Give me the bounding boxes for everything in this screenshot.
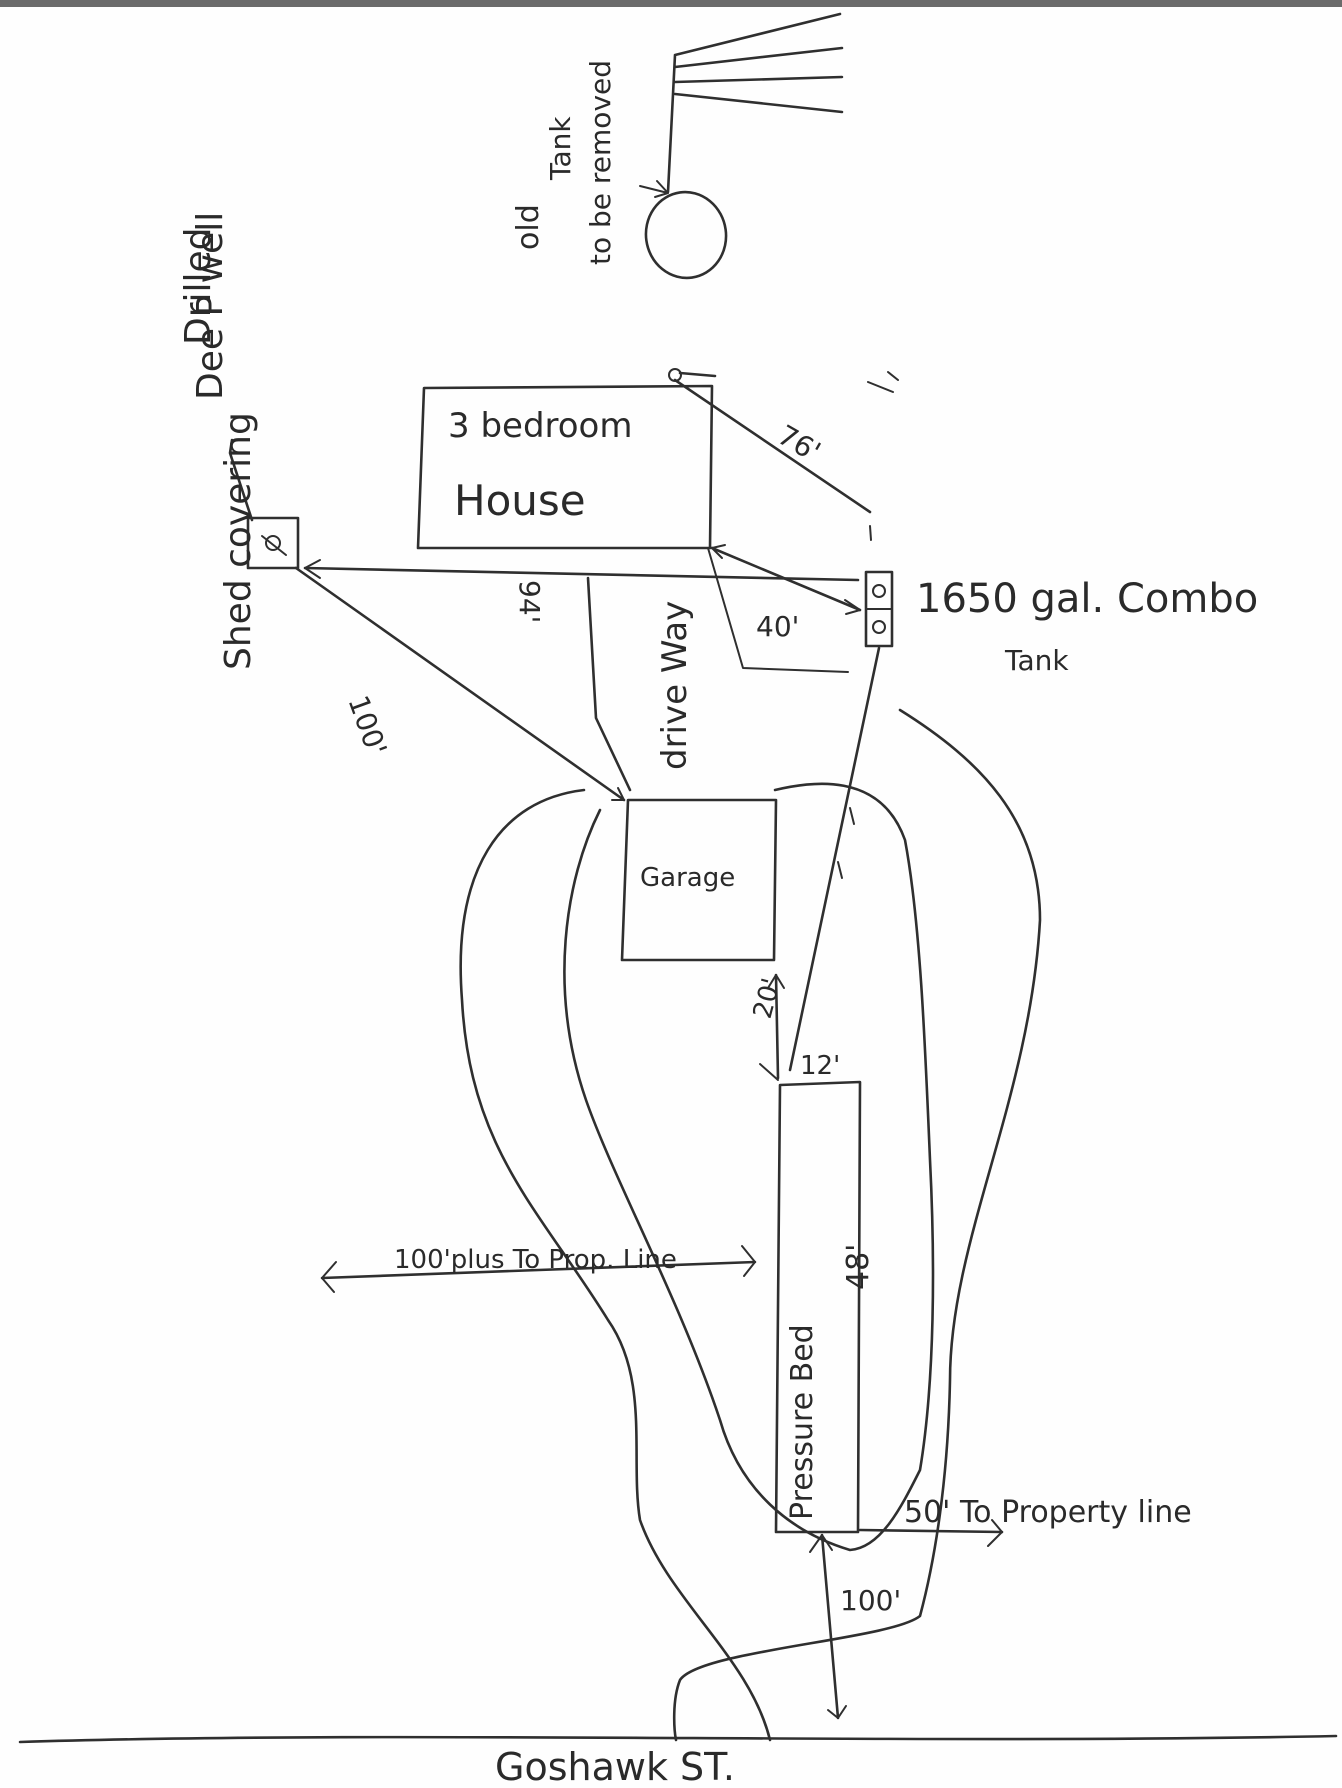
garage-to-bed-line — [759, 973, 785, 1081]
combo-tank — [864, 570, 894, 648]
driveway-label: drive Way — [655, 601, 695, 770]
svg-text:drive Way: drive Way — [655, 601, 695, 770]
dim-100-street: 100' — [840, 1584, 901, 1617]
dim-76: 76' — [772, 418, 826, 468]
dim-48: 48' — [841, 1244, 876, 1290]
house-label-1: 3 bedroom — [448, 406, 632, 446]
well-label-2: Dee P well — [190, 212, 231, 400]
svg-text:old: old — [511, 204, 546, 250]
property-line-arrows — [320, 1245, 1004, 1547]
drainfield-outlines — [459, 708, 1042, 1742]
garage-label: Garage — [640, 863, 735, 893]
old-tank-label-2: Tank — [544, 116, 577, 181]
pressure-bed — [774, 1080, 862, 1534]
svg-text:Pressure Bed: Pressure Bed — [785, 1324, 820, 1520]
garage — [620, 798, 778, 962]
house-label-2: House — [454, 476, 586, 525]
svg-text:48': 48' — [841, 1244, 876, 1290]
well-label-1: Drilled — [178, 227, 219, 345]
scan-edge — [0, 0, 1342, 7]
shed-well — [228, 438, 300, 570]
svg-text:Shed covering: Shed covering — [218, 412, 259, 670]
prop-line-left-label: 100'plus To Prop. Line — [394, 1245, 677, 1275]
dim-100-well: 100' — [341, 691, 393, 760]
shed-label: Shed covering — [218, 412, 259, 670]
street-label: Goshawk ST. — [495, 1745, 735, 1788]
dim-20: 20' — [748, 975, 787, 1022]
svg-text:Drilled: Drilled — [178, 227, 219, 345]
tank-to-bed-line — [788, 646, 881, 1072]
street-line — [18, 1734, 1338, 1744]
svg-text:94': 94' — [513, 580, 546, 623]
old-tank-label-1: old — [511, 204, 546, 250]
dim-12: 12' — [800, 1051, 840, 1081]
old-tank-connector — [673, 371, 899, 541]
prop-line-right-label: 50' To Property line — [904, 1495, 1192, 1530]
svg-text:Tank: Tank — [544, 116, 577, 181]
bed-to-street-line — [809, 1533, 847, 1720]
svg-text:100': 100' — [341, 691, 393, 760]
pressure-bed-label: Pressure Bed — [785, 1324, 820, 1520]
tank-label-2: Tank — [1004, 644, 1069, 677]
old-tank-label-3: to be removed — [584, 60, 617, 265]
svg-text:Dee P well: Dee P well — [190, 212, 231, 400]
old-tank — [639, 12, 844, 280]
driveway — [586, 576, 632, 792]
svg-text:to be removed: to be removed — [584, 60, 617, 265]
tank-label-1: 1650 gal. Combo — [916, 576, 1258, 622]
well-to-tank-line — [303, 544, 862, 673]
dim-94: 94' — [513, 580, 546, 623]
dim-40: 40' — [756, 610, 799, 643]
svg-text:20': 20' — [748, 975, 787, 1022]
well-to-garage-line — [294, 566, 626, 802]
